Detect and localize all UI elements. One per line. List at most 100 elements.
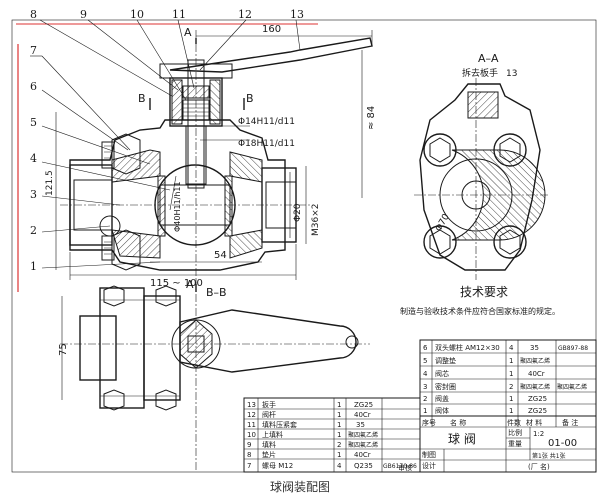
bom-name: 阀杆 — [262, 410, 276, 419]
part-number: 6 — [30, 80, 37, 93]
bom-qty: 1 — [337, 401, 341, 409]
part-number: 3 — [30, 188, 37, 201]
weight-label: 重量 — [508, 440, 522, 448]
technical-requirements: 技术要求 制造与验收技术条件应符合国家标准的规定。 — [400, 285, 560, 316]
check-label: 审核 — [398, 463, 412, 472]
bom-no: 13 — [247, 401, 256, 409]
factory: (厂 名) — [528, 462, 550, 471]
bom-no: 2 — [423, 395, 427, 403]
bom-name: 密封圈 — [435, 382, 456, 391]
bom-qty: 2 — [509, 383, 513, 391]
bom-no: 1 — [423, 407, 427, 415]
bom-note: GB897-88 — [558, 345, 588, 352]
bom-qty: 1 — [337, 421, 341, 429]
dim-phi20: Φ20 — [293, 203, 303, 222]
section-b-left: B — [138, 92, 146, 105]
fit-18: Φ18H11/d11 — [238, 139, 295, 149]
figure-caption: 球阀装配图 — [269, 480, 330, 494]
bom-name: 扳手 — [262, 400, 276, 409]
dim-54: 54 — [214, 250, 227, 261]
bom-upper-table: 6 双头螺柱 AM12×30 4 35 GB897-88 5 调整垫 1 聚四氟… — [419, 339, 597, 417]
dim-phi70: Φ70 — [434, 212, 452, 233]
fit-40: Φ40H11/h11 — [173, 181, 182, 232]
dim-160: 160 — [262, 24, 281, 35]
bom-header-mat: 材 料 — [526, 418, 542, 427]
bom-no: 11 — [247, 421, 256, 429]
assembly-name: 球 阀 — [448, 432, 476, 446]
bom-qty: 1 — [509, 370, 513, 378]
bom-mat: ZG25 — [528, 407, 547, 415]
bom-qty: 1 — [337, 431, 341, 439]
dim-m36: M36×2 — [311, 204, 321, 236]
bom-mat: 40Cr — [354, 411, 371, 419]
bom-no: 6 — [423, 344, 428, 352]
dim-75: 75 — [58, 343, 69, 356]
section-b-right: B — [246, 92, 254, 105]
section-labels: A A B B A–A 拆去板手 13 B–B — [138, 26, 517, 299]
scale-value: 1:2 — [533, 430, 544, 438]
bom-mat: Q235 — [354, 462, 373, 470]
bom-note: GB6170-86 — [383, 463, 417, 470]
dimension-texts: 160 ≈ 84 121.5 54 115 ~ 100 Φ20 M36×2 Φ1… — [45, 24, 452, 356]
bom-name: 填料 — [262, 440, 276, 449]
bom-mat: 聚四氟乙烯 — [348, 441, 378, 449]
bom-name: 双头螺柱 AM12×30 — [435, 343, 500, 352]
part-number: 1 — [30, 260, 37, 273]
section-bb-view — [60, 280, 370, 470]
bom-no: 7 — [247, 462, 251, 470]
bom-header-name: 名 称 — [450, 418, 466, 427]
part-number: 11 — [172, 8, 186, 21]
view-aa-note-num: 13 — [506, 69, 517, 79]
design-label: 设计 — [422, 461, 436, 470]
part-number: 2 — [30, 224, 37, 237]
bom-qty: 1 — [337, 411, 341, 419]
title-block: 序号 名 称 件数 材 料 备 注 比例 1:2 重量 制图 设计 第1张 共1… — [398, 415, 597, 473]
dim-115: 115 ~ 100 — [150, 278, 203, 289]
bom-qty: 1 — [337, 451, 341, 459]
front-section-view — [30, 19, 373, 292]
view-bb-title: B–B — [206, 286, 227, 299]
section-aa-view — [414, 78, 548, 280]
dimension-lines — [55, 30, 373, 280]
dim-121-5: 121.5 — [45, 170, 55, 196]
bom-name: 阀体 — [435, 406, 449, 415]
bom-qty: 2 — [337, 441, 341, 449]
bom-no: 10 — [247, 431, 256, 439]
bom-note: 聚四氟乙烯 — [557, 383, 587, 391]
bom-mat: 35 — [356, 421, 365, 429]
section-a-top: A — [184, 26, 192, 39]
part-number: 9 — [80, 8, 87, 21]
bom-qty: 1 — [509, 407, 513, 415]
bom-no: 8 — [247, 451, 251, 459]
bom-name: 填料压紧套 — [262, 420, 297, 429]
part-number: 12 — [238, 8, 252, 21]
fit-14: Φ14H11/d11 — [238, 117, 295, 127]
part-number: 7 — [30, 44, 37, 57]
stud-bolts — [99, 133, 141, 271]
bom-name: 阀盖 — [435, 394, 449, 403]
bom-name: 垫片 — [262, 450, 276, 459]
part-numbers-left: 7 6 5 4 3 2 1 — [30, 44, 37, 273]
part-number: 8 — [30, 8, 37, 21]
sheet-info: 第1张 共1张 — [532, 452, 566, 460]
bom-no: 12 — [247, 411, 256, 419]
part-number: 4 — [30, 152, 37, 165]
part-number: 13 — [290, 8, 304, 21]
part-number: 5 — [30, 116, 37, 129]
bom-mat: 聚四氟乙烯 — [520, 357, 550, 365]
bom-no: 9 — [247, 441, 251, 449]
bom-mat: ZG25 — [354, 401, 373, 409]
bom-mat: ZG25 — [528, 395, 547, 403]
dim-84: ≈ 84 — [366, 106, 377, 130]
bom-name: 螺母 M12 — [262, 461, 293, 470]
bom-no: 3 — [423, 383, 427, 391]
part-numbers-top: 8 9 10 11 12 13 — [30, 8, 304, 21]
leader-lines — [30, 19, 301, 269]
bom-qty: 1 — [509, 395, 513, 403]
drawn-label: 制图 — [422, 450, 436, 459]
part-number: 10 — [130, 8, 144, 21]
tech-title: 技术要求 — [460, 285, 508, 299]
bom-no: 4 — [423, 370, 428, 378]
scale-label: 比例 — [508, 428, 522, 437]
tech-body: 制造与验收技术条件应符合国家标准的规定。 — [400, 306, 560, 316]
